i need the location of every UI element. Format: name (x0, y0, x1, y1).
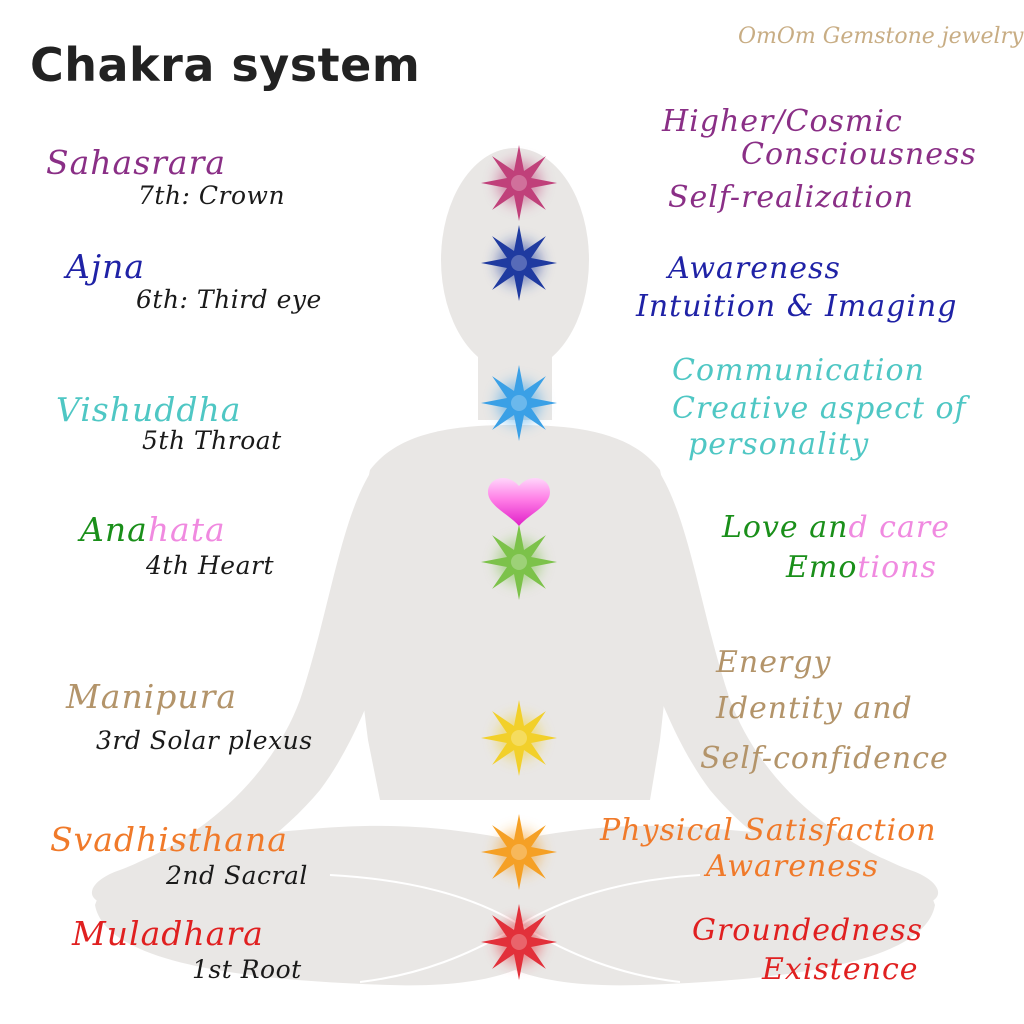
chakra-desc-anahata-2: Emotions (786, 553, 937, 583)
chakra-desc-muladhara-2: Existence (762, 952, 919, 987)
chakra-label-crown: 7th: Crown (138, 181, 286, 210)
chakra-desc-svadhisthana-1: Physical Satisfaction (600, 813, 937, 848)
chakra-star-manipura (481, 700, 557, 776)
chakra-desc-muladhara-1: Groundedness (692, 913, 924, 948)
chakra-desc-anahata-1-part-2: d care (848, 510, 950, 545)
chakra-name-ajna: Ajna (66, 247, 145, 286)
chakra-name-svadhisthana: Svadhisthana (50, 820, 288, 859)
chakra-star-svadhisthana (481, 814, 557, 890)
meditating-body-silhouette (91, 148, 939, 986)
page-title: Chakra system (30, 38, 421, 92)
chakra-name-sahasrara: Sahasrara (46, 143, 227, 182)
chakra-star-vishuddha (481, 365, 557, 441)
chakra-desc-anahata-2-part-1: Emo (786, 550, 858, 585)
chakra-desc-manipura-3: Self-confidence (700, 741, 949, 776)
chakra-desc-vishuddha-1: Communication (672, 353, 925, 388)
chakra-desc-svadhisthana-2: Awareness (706, 849, 879, 884)
chakra-name-anahata: Anahata (80, 513, 226, 546)
chakra-desc-anahata-1-part-1: Love an (722, 510, 849, 545)
chakra-star-ajna (481, 225, 557, 301)
chakra-desc-ajna-2: Intuition & Imaging (636, 289, 958, 324)
chakra-desc-anahata-2-part-2: tions (857, 550, 937, 585)
chakra-name-anahata-part-2: hata (147, 510, 226, 549)
brand-watermark: OmOm Gemstone jewelry (738, 24, 1024, 49)
chakra-name-muladhara: Muladhara (72, 914, 264, 953)
chakra-desc-sahasrara-1: Higher/Cosmic (662, 104, 903, 139)
chakra-star-sahasrara (481, 145, 557, 221)
chakra-label-throat: 5th Throat (142, 426, 282, 455)
chakra-desc-vishuddha-2: Creative aspect of (672, 391, 967, 426)
chakra-desc-manipura-2: Identity and (716, 691, 913, 726)
chakra-name-vishuddha: Vishuddha (56, 390, 242, 429)
chakra-label-heart: 4th Heart (146, 551, 274, 580)
chakra-star-anahata (481, 524, 557, 600)
chakra-desc-manipura-1: Energy (716, 645, 832, 680)
chakra-desc-anahata-1: Love and care (722, 513, 950, 543)
chakra-name-manipura: Manipura (66, 677, 238, 716)
heart-icon (488, 478, 550, 526)
chakra-star-muladhara (481, 904, 557, 980)
chakra-desc-sahasrara-3: Self-realization (668, 180, 914, 215)
chakra-label-sacral: 2nd Sacral (166, 861, 308, 890)
chakra-label-third-eye: 6th: Third eye (136, 285, 322, 314)
chakra-name-anahata-part-1: Ana (80, 510, 148, 549)
chakra-desc-vishuddha-3: personality (688, 427, 870, 462)
chakra-label-solar-plexus: 3rd Solar plexus (96, 726, 313, 755)
chakra-desc-sahasrara-2: Consciousness (741, 137, 977, 172)
chakra-desc-ajna-1: Awareness (668, 251, 841, 286)
chakra-label-root: 1st Root (192, 955, 302, 984)
